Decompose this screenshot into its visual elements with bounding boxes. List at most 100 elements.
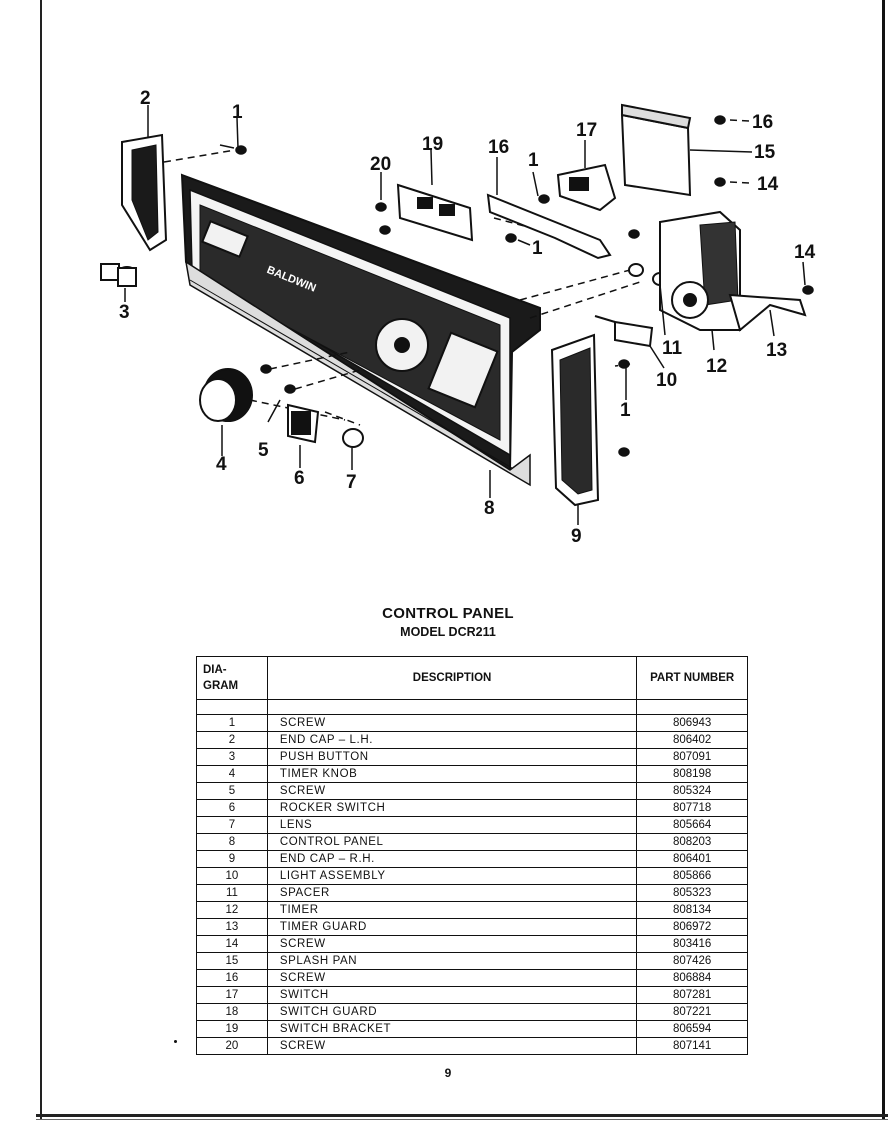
diagram-cell: 1 [196,714,268,732]
description-cell: ROCKER SWITCH [266,799,638,817]
callout-17: 17 [576,120,597,141]
timer-knob-part [199,368,253,422]
diagram-cell: 9 [196,850,268,868]
diagram-cell: 20 [196,1037,268,1055]
callout-11: 11 [662,338,683,359]
switch-part [556,163,617,212]
part-number-cell: 805323 [636,884,748,902]
diagram-cell: 17 [196,986,268,1004]
callout-20: 20 [370,154,391,175]
part-number-cell: 806972 [636,918,748,936]
part-number-cell: 808198 [636,765,748,783]
part-number-cell: 808203 [636,833,748,851]
diagram-cell: 18 [196,1003,268,1021]
description-cell: SWITCH GUARD [266,1003,638,1021]
callout-1c: 1 [532,238,543,259]
diagram-cell: 16 [196,969,268,987]
page-frame-bottom [36,1114,888,1117]
header-part-number: PART NUMBER [636,656,748,700]
description-cell: SPLASH PAN [266,952,638,970]
part-number-cell: 807426 [636,952,748,970]
callout-1b: 1 [528,150,539,171]
diagram-cell: 11 [196,884,268,902]
diagram-cell: 5 [196,782,268,800]
description-cell: END CAP – L.H. [266,731,638,749]
page-title: CONTROL PANEL [382,605,514,622]
description-cell: SWITCH [266,986,638,1004]
model-subtitle: MODEL DCR211 [400,625,496,639]
part-number-cell: 806594 [636,1020,748,1038]
diagram-cell: 8 [196,833,268,851]
diagram-cell: 4 [196,765,268,783]
switch-guard-part [486,193,612,260]
callout-13: 13 [766,340,787,361]
part-number-cell: 807221 [636,1003,748,1021]
part-number-cell: 806402 [636,731,748,749]
header-diagram: DIA- GRAM [196,656,268,700]
description-cell: TIMER GUARD [266,918,638,936]
end-cap-rh-part [550,333,600,507]
callout-5: 5 [258,440,269,461]
table-spacer-row [196,699,748,715]
callout-4: 4 [216,454,227,475]
callout-9: 9 [571,526,582,547]
stray-mark [174,1040,177,1043]
callout-16a: 16 [752,112,773,133]
callout-7: 7 [346,472,357,493]
callout-16b: 16 [488,137,509,158]
description-cell: SPACER [266,884,638,902]
light-assembly-part [594,315,654,348]
page-frame-right [882,0,885,1120]
description-cell: PUSH BUTTON [266,748,638,766]
page-frame-bottom-thin [36,1119,888,1120]
callout-15: 15 [754,142,776,163]
part-number-cell: 805664 [636,816,748,834]
description-cell: LENS [266,816,638,834]
diagram-cell: 19 [196,1020,268,1038]
diagram-cell: 7 [196,816,268,834]
diagram-cell: 13 [196,918,268,936]
description-cell: END CAP – R.H. [266,850,638,868]
part-number-cell: 807141 [636,1037,748,1055]
diagram-cell: 12 [196,901,268,919]
diagram-cell: 3 [196,748,268,766]
callout-14a: 14 [794,242,816,263]
part-number-cell: 807718 [636,799,748,817]
description-cell: TIMER KNOB [266,765,638,783]
callout-6: 6 [294,468,305,489]
description-cell: CONTROL PANEL [266,833,638,851]
description-cell: SWITCH BRACKET [266,1020,638,1038]
diagram-cell: 2 [196,731,268,749]
description-cell: SCREW [266,714,638,732]
callout-19: 19 [422,134,443,155]
description-cell: SCREW [266,1037,638,1055]
callout-8: 8 [484,498,495,519]
part-number-cell: 807091 [636,748,748,766]
description-cell: SCREW [266,782,638,800]
description-cell: SCREW [266,969,638,987]
header-description: DESCRIPTION [266,656,638,700]
part-number-cell: 803416 [636,935,748,953]
diagram-cell: 15 [196,952,268,970]
part-number-cell: 805324 [636,782,748,800]
part-number-cell: 807281 [636,986,748,1004]
description-cell: LIGHT ASSEMBLY [266,867,638,885]
part-number-cell: 806884 [636,969,748,987]
